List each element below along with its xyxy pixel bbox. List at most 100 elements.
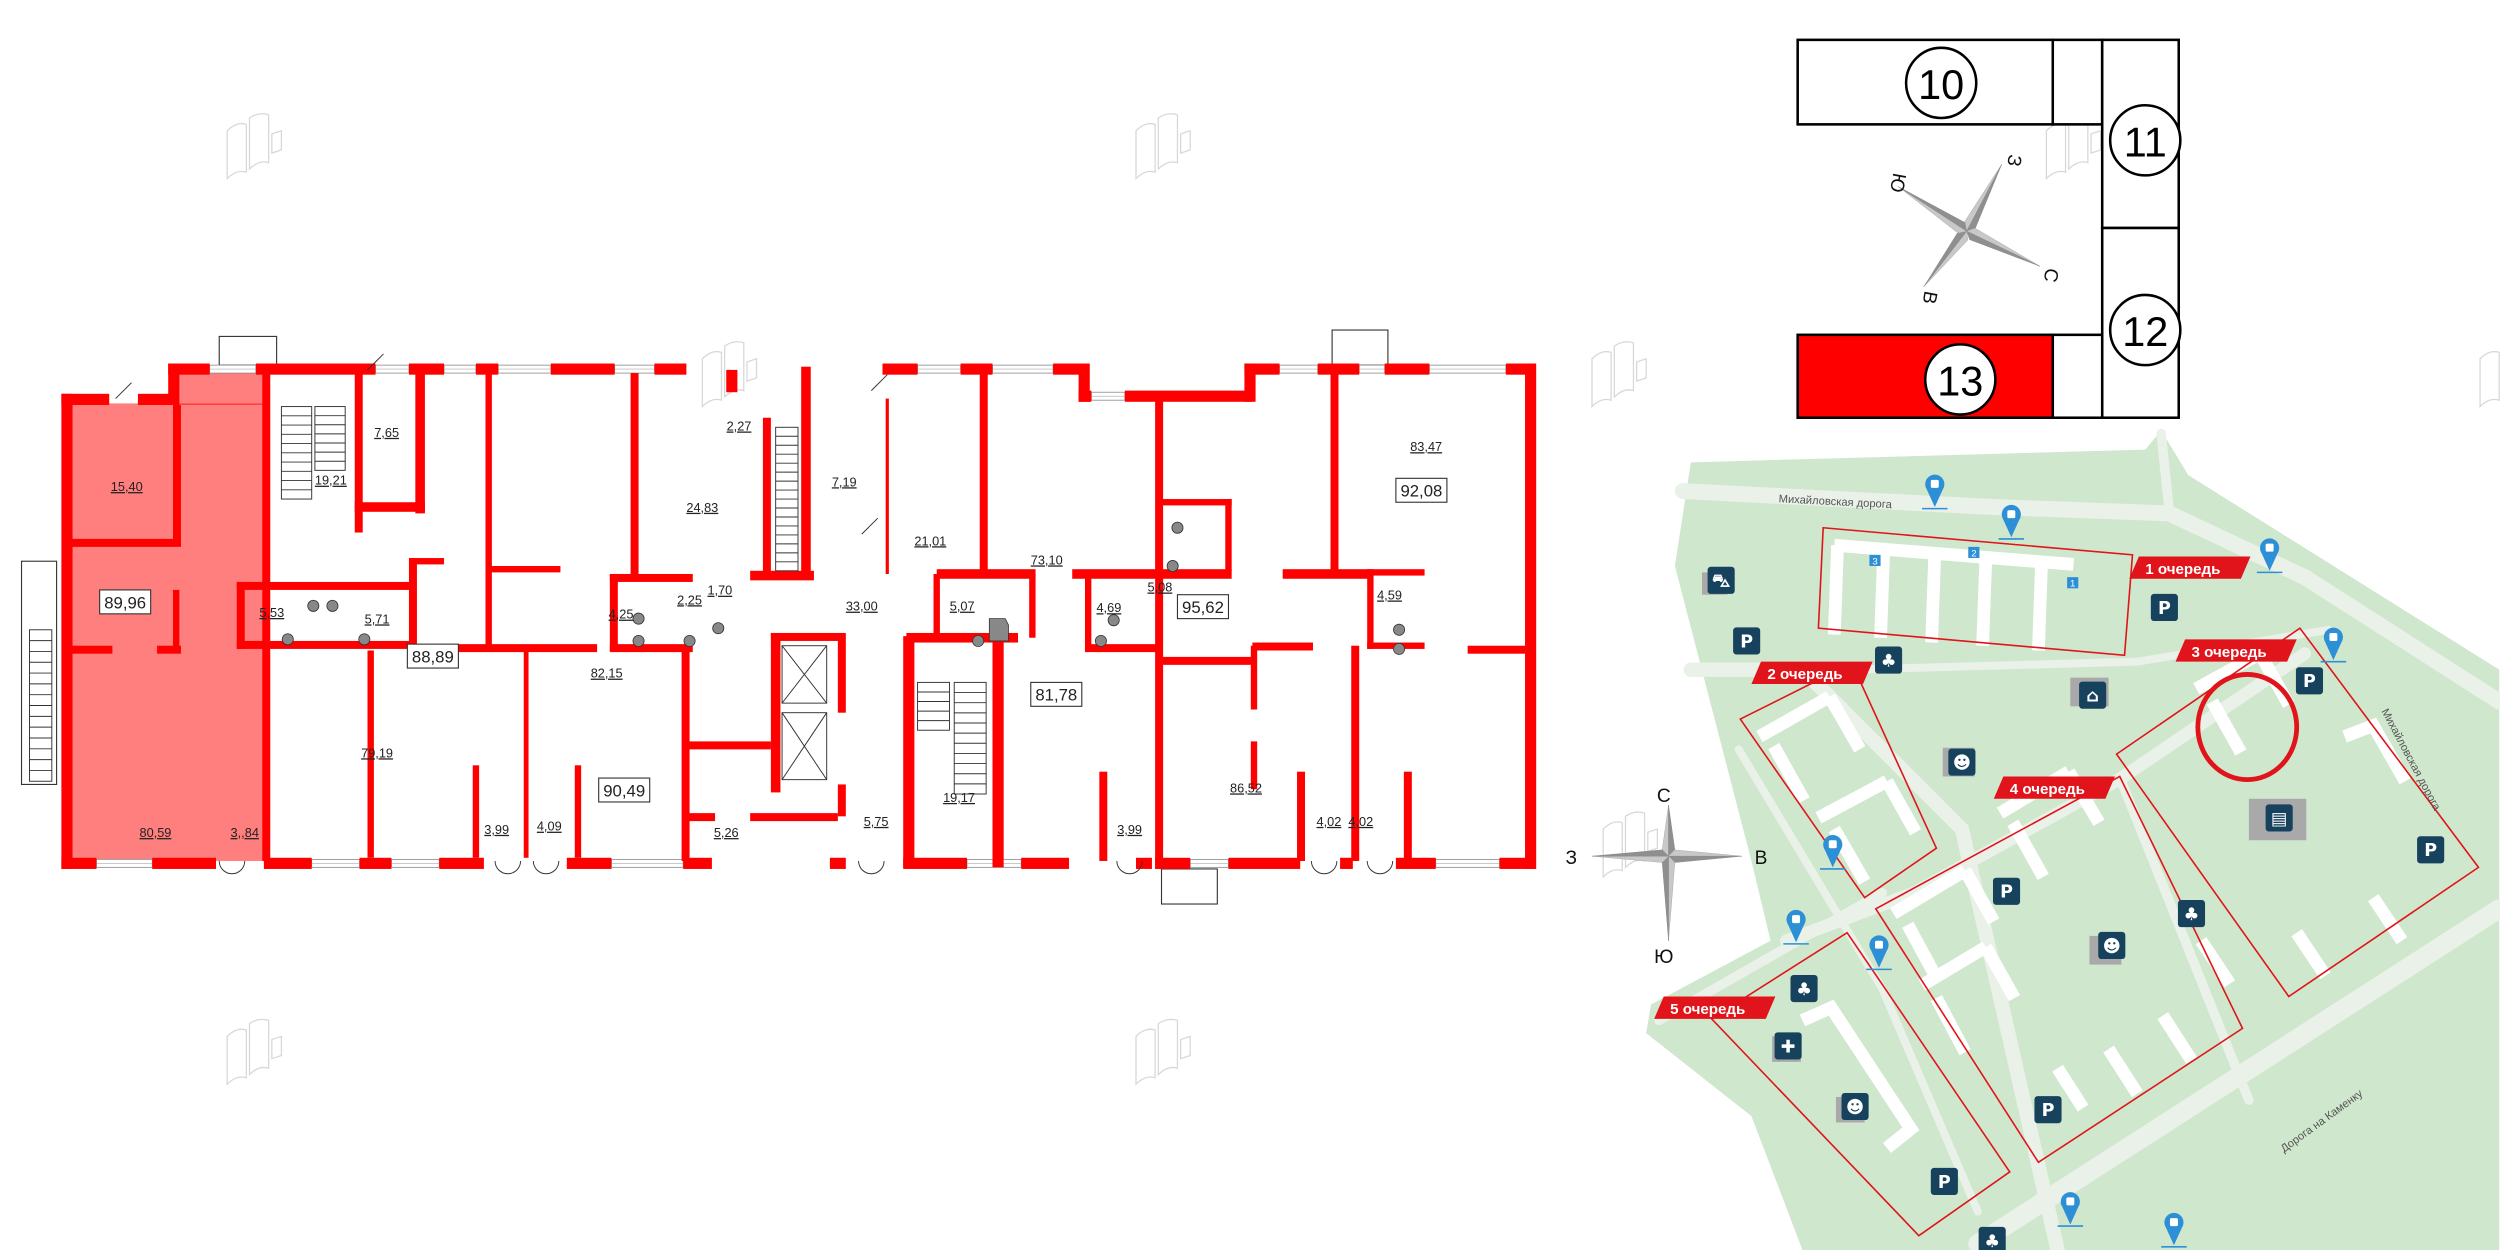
room[interactable]: 33,00 [846, 599, 878, 614]
trees-icon: ♣ [1790, 974, 1818, 1003]
selected-room-highlight-top[interactable] [176, 373, 266, 405]
wall [472, 765, 480, 858]
room[interactable]: 2,25 [677, 592, 702, 607]
scheme-compass-icon [1897, 164, 2041, 288]
room[interactable]: 5,75 [864, 814, 889, 829]
room[interactable]: 86,52 [1230, 780, 1262, 795]
wall [1467, 645, 1526, 654]
phase-label-text: 2 очередь [1767, 666, 1842, 683]
wall [354, 502, 425, 512]
phase-label-3[interactable]: 3 очередь [2175, 639, 2297, 662]
svg-text:P: P [2424, 841, 2437, 861]
room[interactable]: 3,,84 [231, 825, 259, 840]
room[interactable]: 21,01 [914, 533, 946, 548]
window [1279, 364, 1319, 374]
section-10-number: 10 [1918, 61, 1964, 108]
map-building [2254, 650, 2295, 708]
room[interactable]: 92,08 [1395, 477, 1448, 503]
room[interactable]: 5,53 [259, 605, 284, 620]
room[interactable]: 4,02 [1317, 814, 1342, 829]
window [375, 364, 410, 374]
wall [1499, 857, 1535, 869]
room-area: 4,25 [609, 607, 634, 622]
room[interactable]: 73,10 [1031, 552, 1063, 567]
room[interactable]: 95,62 [1176, 594, 1230, 620]
room[interactable]: 4,25 [609, 607, 634, 622]
wall [829, 857, 846, 869]
room[interactable]: 89,96 [99, 589, 152, 615]
wall [566, 857, 612, 869]
selected-room-highlight[interactable] [70, 403, 266, 861]
phase-label-5[interactable]: 5 очередь [1654, 996, 1776, 1019]
toilet-icon [358, 633, 371, 646]
floor-plan: 15,40 89,96 80,59 5,53 3,,84 7,65 19,21 5,71 24,… [20, 329, 1537, 905]
trees-icon: ♣ [2177, 900, 2206, 928]
door[interactable] [494, 860, 522, 875]
fitness-icon: ⌂ [2079, 681, 2107, 709]
door[interactable] [858, 860, 885, 875]
wall [903, 636, 915, 868]
door[interactable] [1366, 860, 1394, 875]
door[interactable] [1116, 860, 1143, 875]
parking-icon: P [2295, 667, 2324, 695]
door[interactable] [115, 382, 132, 399]
room[interactable]: 82,15 [591, 666, 623, 681]
section-markers: 3 2 1 [1869, 546, 2079, 590]
door[interactable] [367, 353, 384, 371]
room[interactable]: 7,65 [374, 425, 399, 440]
room[interactable]: 88,89 [406, 643, 459, 669]
room-area: 3,99 [1117, 822, 1142, 837]
room[interactable]: 81,78 [1030, 681, 1083, 707]
phase-label-text: 4 очередь [2010, 781, 2085, 798]
map-building [2206, 698, 2247, 756]
room[interactable]: 4,09 [537, 819, 562, 834]
wall [762, 417, 771, 574]
wall [439, 857, 484, 869]
room[interactable]: 24,83 [686, 500, 718, 515]
room[interactable]: 80,59 [139, 825, 171, 840]
wall [882, 363, 918, 375]
door[interactable] [861, 517, 879, 535]
room[interactable]: 5,08 [1148, 580, 1173, 595]
room[interactable]: 5,26 [714, 825, 739, 840]
wall [1282, 569, 1371, 579]
phase-label-1[interactable]: 1 очередь [2129, 556, 2251, 579]
phase-boundaries [1710, 526, 2480, 1237]
teddy-bear-icon: ☻ [2098, 931, 2126, 960]
room[interactable]: 4,69 [1096, 600, 1121, 615]
room[interactable]: 3,99 [1117, 822, 1142, 837]
window [96, 858, 153, 868]
map-building [1768, 743, 1810, 804]
room[interactable]: 90,49 [598, 777, 651, 803]
toilet-icon [1171, 521, 1184, 534]
room[interactable]: 15,40 [111, 479, 143, 494]
room[interactable]: 1,70 [707, 583, 732, 598]
doors [115, 353, 1394, 875]
room[interactable]: 4,59 [1377, 587, 1402, 602]
room[interactable]: 7,19 [832, 474, 857, 489]
room-area: 4,09 [537, 819, 562, 834]
room-area: 79,19 [361, 745, 393, 760]
wall [157, 645, 181, 654]
room-area: 4,02 [1317, 814, 1342, 829]
room[interactable]: 83,47 [1410, 439, 1442, 454]
section-13-number: 13 [1937, 357, 1983, 404]
room[interactable]: 79,19 [361, 745, 393, 760]
svg-text:⌂: ⌂ [2086, 687, 2099, 707]
room[interactable]: 5,71 [365, 611, 390, 626]
door[interactable] [218, 860, 246, 875]
room[interactable]: 3,99 [484, 822, 509, 837]
door[interactable] [1310, 860, 1338, 875]
door[interactable] [532, 860, 560, 875]
room[interactable]: 19,21 [315, 473, 347, 488]
window [992, 364, 1054, 374]
wall [1124, 390, 1253, 402]
phase-label-2[interactable]: 2 очередь [1751, 661, 1873, 684]
phase-label-4[interactable]: 4 очередь [1993, 776, 2115, 799]
room[interactable]: 4,02 [1348, 814, 1373, 829]
room[interactable]: 19,17 [943, 790, 975, 805]
wall [979, 373, 988, 571]
door[interactable] [870, 374, 888, 391]
room[interactable]: 2,27 [727, 418, 752, 433]
room[interactable]: 5,07 [950, 599, 975, 614]
